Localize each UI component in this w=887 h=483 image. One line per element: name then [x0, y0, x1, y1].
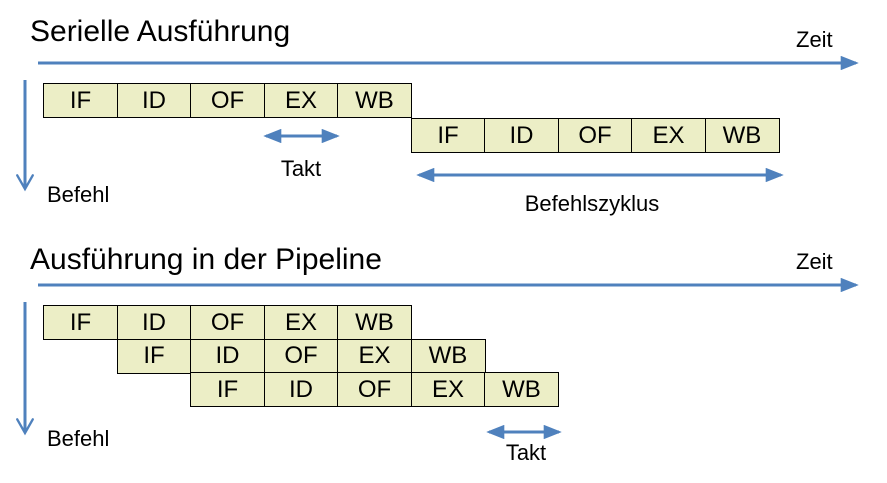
stage-cell-of: OF	[337, 372, 412, 407]
serial-instruction-2: IF ID OF EX WB	[410, 118, 780, 153]
stage-cell-ex: EX	[410, 372, 486, 407]
zeit-label-serial: Zeit	[796, 27, 833, 52]
stage-cell-wb: WB	[484, 372, 559, 407]
stage-cell-ex: EX	[337, 338, 412, 374]
stage-cell-wb: WB	[337, 83, 412, 118]
stage-cell-if: IF	[43, 305, 118, 340]
stage-cell-if: IF	[43, 83, 118, 118]
stage-cell-of: OF	[557, 118, 633, 153]
pipeline-instruction-2: IF ID OF EX WB	[116, 338, 486, 374]
stage-cell-if: IF	[116, 338, 192, 374]
stage-cell-wb: WB	[410, 338, 486, 374]
stage-cell-if: IF	[410, 118, 486, 153]
stage-cell-of: OF	[190, 83, 265, 118]
pipeline-instruction-1: IF ID OF EX WB	[43, 305, 412, 340]
stage-cell-of: OF	[263, 338, 339, 374]
pipeline-instruction-3: IF ID OF EX WB	[190, 372, 559, 407]
zeit-label-pipeline: Zeit	[796, 249, 833, 274]
pipeline-section-title: Ausführung in der Pipeline	[30, 243, 382, 276]
stage-cell-if: IF	[190, 372, 265, 407]
stage-cell-id: ID	[116, 305, 192, 340]
stage-cell-ex: EX	[263, 83, 339, 118]
stage-cell-of: OF	[190, 305, 265, 340]
stage-cell-id: ID	[116, 83, 192, 118]
stage-cell-id: ID	[484, 118, 559, 153]
serial-section-title: Serielle Ausführung	[30, 15, 291, 48]
stage-cell-wb: WB	[704, 118, 780, 153]
befehlszyklus-label: Befehlszyklus	[524, 191, 660, 216]
stage-cell-ex: EX	[631, 118, 706, 153]
takt-label-serial: Takt	[280, 156, 322, 181]
befehl-label-serial: Befehl	[47, 182, 110, 207]
befehl-label-pipeline: Befehl	[47, 426, 110, 451]
serial-instruction-1: IF ID OF EX WB	[43, 83, 412, 118]
stage-cell-id: ID	[263, 372, 339, 407]
stage-cell-wb: WB	[337, 305, 412, 340]
stage-cell-id: ID	[190, 338, 265, 374]
stage-cell-ex: EX	[263, 305, 339, 340]
takt-label-pipeline: Takt	[505, 440, 547, 465]
